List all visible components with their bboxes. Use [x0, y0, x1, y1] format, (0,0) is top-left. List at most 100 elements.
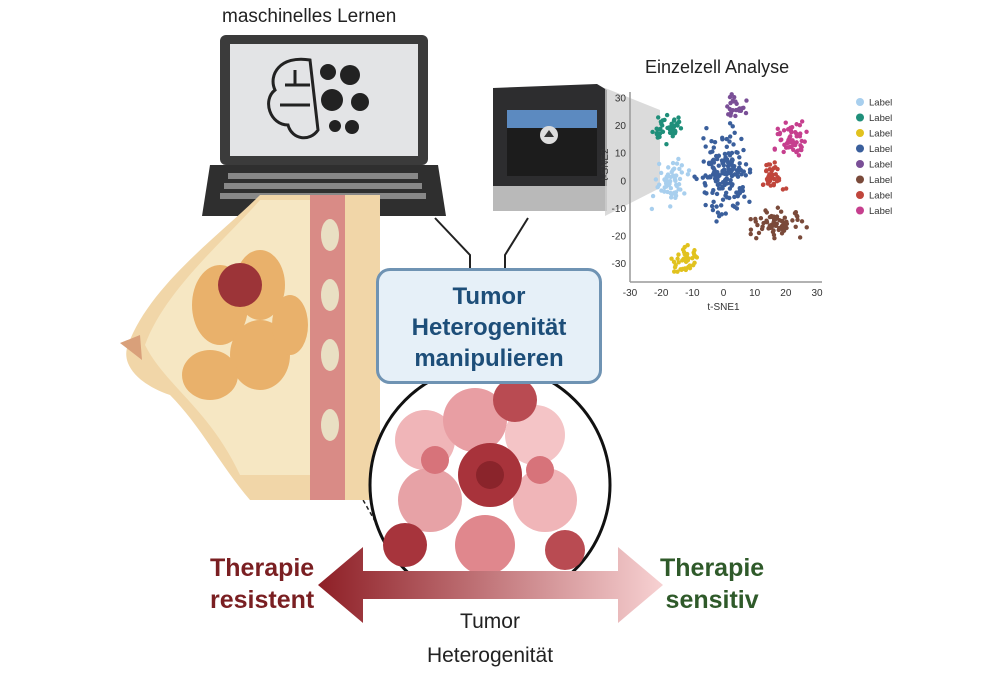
legend-marker	[856, 113, 864, 122]
scatter-point	[700, 175, 706, 180]
scatter-point	[767, 167, 772, 172]
sensitive-line-2: sensitiv	[665, 586, 759, 614]
scatter-point	[674, 161, 680, 166]
scatter-point	[777, 225, 782, 231]
scatter-point	[798, 143, 803, 148]
scatter-point	[766, 162, 771, 167]
y-tick-label: -10	[612, 204, 627, 215]
scatter-point	[711, 158, 716, 164]
scatter-point	[723, 177, 728, 183]
scatter-point	[783, 145, 789, 150]
scatter-point	[660, 129, 666, 134]
scatter-point	[743, 162, 749, 167]
scatter-point	[772, 160, 777, 165]
scatter-point	[788, 125, 793, 130]
scatter-point	[649, 206, 655, 212]
x-tick-label: 30	[811, 288, 823, 299]
box-line-1: Tumor	[452, 283, 526, 310]
laptop-label: maschinelles Lernen	[222, 6, 397, 27]
scatter-point	[735, 174, 741, 179]
scatter-point	[726, 151, 731, 156]
x-tick-label: 20	[780, 288, 792, 299]
scatter-point	[799, 219, 805, 224]
scatter-point	[727, 195, 732, 201]
scatter-point	[769, 174, 775, 180]
scatter-point	[676, 260, 681, 265]
scatter-point	[683, 259, 689, 265]
scatter-point	[671, 259, 677, 265]
scatter-point	[675, 269, 680, 274]
scatter-point	[773, 172, 778, 177]
scatter-point	[747, 170, 753, 175]
scatter-point	[711, 187, 716, 193]
scatter-point	[660, 123, 665, 128]
scatter-point	[662, 177, 667, 182]
scatter-point	[721, 167, 727, 172]
scatter-point	[743, 173, 748, 178]
scatter-point	[682, 252, 687, 257]
scatter-point	[737, 161, 742, 166]
heterogeneity-double-arrow	[318, 547, 663, 623]
scatter-point	[712, 176, 718, 181]
scatter-point	[731, 142, 736, 147]
scatter-point	[761, 220, 766, 226]
resistant-line-1: Therapie	[210, 554, 315, 582]
scatter-point	[655, 115, 661, 120]
scatter-point	[775, 126, 781, 132]
scatter-point	[730, 124, 735, 129]
scatter-point	[732, 94, 737, 100]
scatter-point	[764, 168, 769, 173]
scatter-point	[672, 117, 677, 122]
scatter-point	[731, 166, 736, 171]
scatter-point	[733, 113, 738, 119]
scatter-point	[679, 170, 684, 175]
scatter-point	[771, 232, 777, 238]
scatter-point	[704, 125, 709, 131]
scatter-point	[728, 177, 733, 183]
scatter-point	[729, 92, 734, 97]
scatter-point	[791, 142, 796, 148]
scatter-point	[715, 210, 721, 215]
scatter-point	[804, 129, 809, 134]
scatter-point	[676, 156, 681, 162]
y-axis-label: t-SNE2	[600, 148, 611, 181]
scatter-point	[724, 170, 730, 175]
scatter-point	[707, 175, 712, 180]
scatter-point	[686, 256, 691, 261]
y-tick-label: 20	[615, 121, 627, 132]
scatter-point	[732, 204, 737, 210]
scatter-point	[678, 126, 684, 131]
axis-line-1: Tumor	[460, 610, 520, 633]
legend-label: Label	[869, 98, 892, 109]
scatter-point	[777, 217, 782, 223]
scatter-point	[668, 204, 673, 209]
scatter-point	[701, 136, 706, 141]
scatter-point	[804, 225, 809, 230]
scatter-point	[790, 139, 795, 144]
scatter-point	[676, 252, 681, 257]
laptop-icon	[202, 35, 446, 216]
resistant-line-2: resistent	[210, 586, 315, 614]
scatter-point	[664, 112, 670, 118]
scatter-point	[782, 215, 788, 220]
scatter-point	[671, 166, 677, 171]
x-tick-label: -30	[623, 288, 638, 299]
legend-label: Label	[869, 129, 892, 140]
scatter-point	[783, 186, 789, 191]
scatter-point	[741, 169, 746, 174]
scatter-point	[795, 148, 800, 153]
scatter-point	[732, 194, 737, 200]
scatter-point	[664, 142, 669, 147]
y-tick-label: 30	[615, 94, 627, 105]
scatter-point	[665, 189, 670, 195]
scatter-point	[662, 189, 667, 194]
legend-label: Label	[869, 206, 892, 217]
scatter-point	[692, 248, 697, 253]
scatter-point	[794, 213, 799, 218]
scatter-point	[670, 160, 676, 166]
scatter-point	[799, 119, 805, 124]
box-line-3: manipulieren	[414, 345, 564, 372]
scatter-point	[728, 159, 733, 165]
scatter-point	[743, 110, 749, 116]
scatter-point	[802, 139, 807, 144]
